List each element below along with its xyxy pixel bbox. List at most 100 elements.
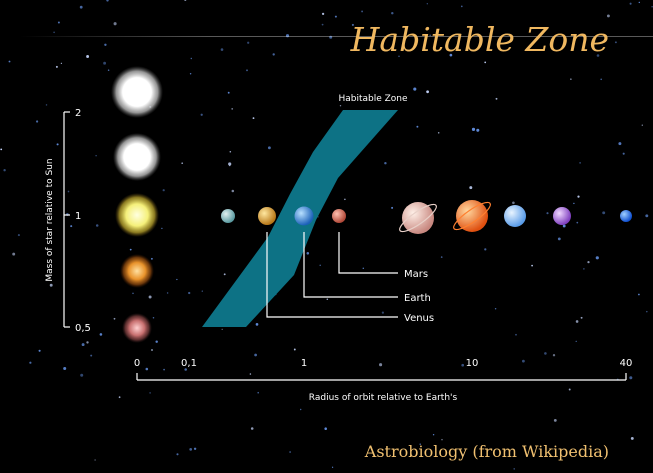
background-star	[331, 466, 334, 468]
y-axis-label: Mass of star relative to Sun	[45, 158, 55, 281]
background-star	[223, 273, 226, 276]
background-star	[596, 54, 600, 57]
background-star	[63, 366, 67, 371]
y-tick-label: 2	[75, 108, 81, 119]
background-star	[391, 206, 394, 209]
background-star	[184, 0, 187, 2]
star-yellow	[115, 193, 159, 237]
background-star	[630, 436, 634, 440]
background-star	[522, 359, 525, 363]
caption: Astrobiology (from Wikipedia)	[364, 442, 609, 461]
background-star	[344, 198, 346, 201]
background-star	[132, 292, 134, 295]
background-star	[614, 41, 617, 44]
background-star	[449, 53, 453, 57]
background-star	[531, 264, 533, 267]
background-star	[161, 227, 163, 230]
background-star	[79, 5, 83, 9]
background-star	[107, 69, 110, 71]
background-star	[606, 14, 610, 18]
background-star	[641, 124, 643, 126]
background-star	[576, 221, 579, 224]
background-star	[494, 308, 497, 310]
background-star	[250, 427, 254, 430]
background-star	[106, 0, 109, 2]
background-star	[151, 349, 153, 351]
background-star	[29, 361, 32, 364]
background-star	[600, 78, 602, 81]
background-star	[618, 142, 622, 146]
background-star	[629, 376, 633, 380]
callout-earth: Earth	[404, 293, 431, 304]
background-star	[189, 73, 192, 75]
background-star	[181, 162, 184, 165]
background-star	[12, 252, 16, 256]
background-star	[289, 451, 291, 453]
background-star	[321, 12, 325, 16]
x-tick-label: 0	[134, 358, 140, 369]
background-star	[321, 23, 324, 26]
slide-title: Habitable Zone	[350, 20, 609, 59]
callout-venus: Venus	[404, 313, 434, 324]
callout-lines	[266, 232, 398, 318]
callout-mars: Mars	[404, 269, 428, 280]
background-star	[95, 224, 99, 227]
background-star	[602, 211, 606, 215]
background-star	[36, 120, 39, 123]
background-star	[513, 468, 515, 470]
background-star	[568, 388, 571, 391]
background-star	[145, 367, 149, 371]
background-star	[38, 349, 41, 352]
background-star	[221, 328, 223, 331]
background-star	[17, 234, 20, 237]
background-star	[570, 78, 572, 80]
background-star	[149, 392, 151, 394]
background-star	[176, 453, 179, 456]
x-axis	[136, 373, 627, 381]
background-star	[118, 396, 121, 399]
background-star	[188, 291, 191, 295]
background-star	[285, 34, 290, 38]
background-star	[577, 195, 580, 198]
background-star	[184, 368, 187, 371]
background-star	[53, 31, 55, 34]
background-star	[426, 90, 429, 94]
background-star	[379, 363, 383, 367]
background-star	[56, 143, 59, 146]
background-star	[57, 21, 60, 24]
planet-pluto	[620, 210, 632, 222]
background-star	[351, 23, 354, 26]
star-red	[122, 313, 152, 343]
background-star	[573, 202, 575, 205]
background-star	[227, 91, 230, 94]
background-star	[461, 363, 465, 367]
background-star	[150, 257, 153, 260]
background-star	[0, 148, 3, 151]
background-star	[476, 128, 480, 132]
y-axis	[63, 111, 70, 328]
star-white-large	[111, 66, 163, 118]
background-star	[552, 354, 556, 357]
background-star	[484, 61, 487, 64]
planet-earth	[294, 206, 314, 226]
background-star	[413, 87, 417, 91]
y-tick-label: 0,5	[75, 323, 91, 334]
habitable-zone-label: Habitable Zone	[338, 94, 408, 104]
background-star	[254, 353, 257, 357]
background-star	[86, 341, 89, 344]
background-star	[60, 62, 63, 64]
background-star	[361, 10, 364, 13]
background-star	[246, 69, 248, 72]
background-star	[99, 333, 103, 336]
background-star	[189, 448, 193, 451]
background-star	[557, 237, 561, 241]
background-star	[638, 293, 640, 296]
background-star	[190, 57, 193, 60]
background-star	[267, 146, 271, 150]
background-star	[3, 169, 6, 172]
background-star	[429, 34, 431, 36]
y-tick-label: 1	[75, 211, 81, 222]
planet-mars	[332, 209, 346, 223]
